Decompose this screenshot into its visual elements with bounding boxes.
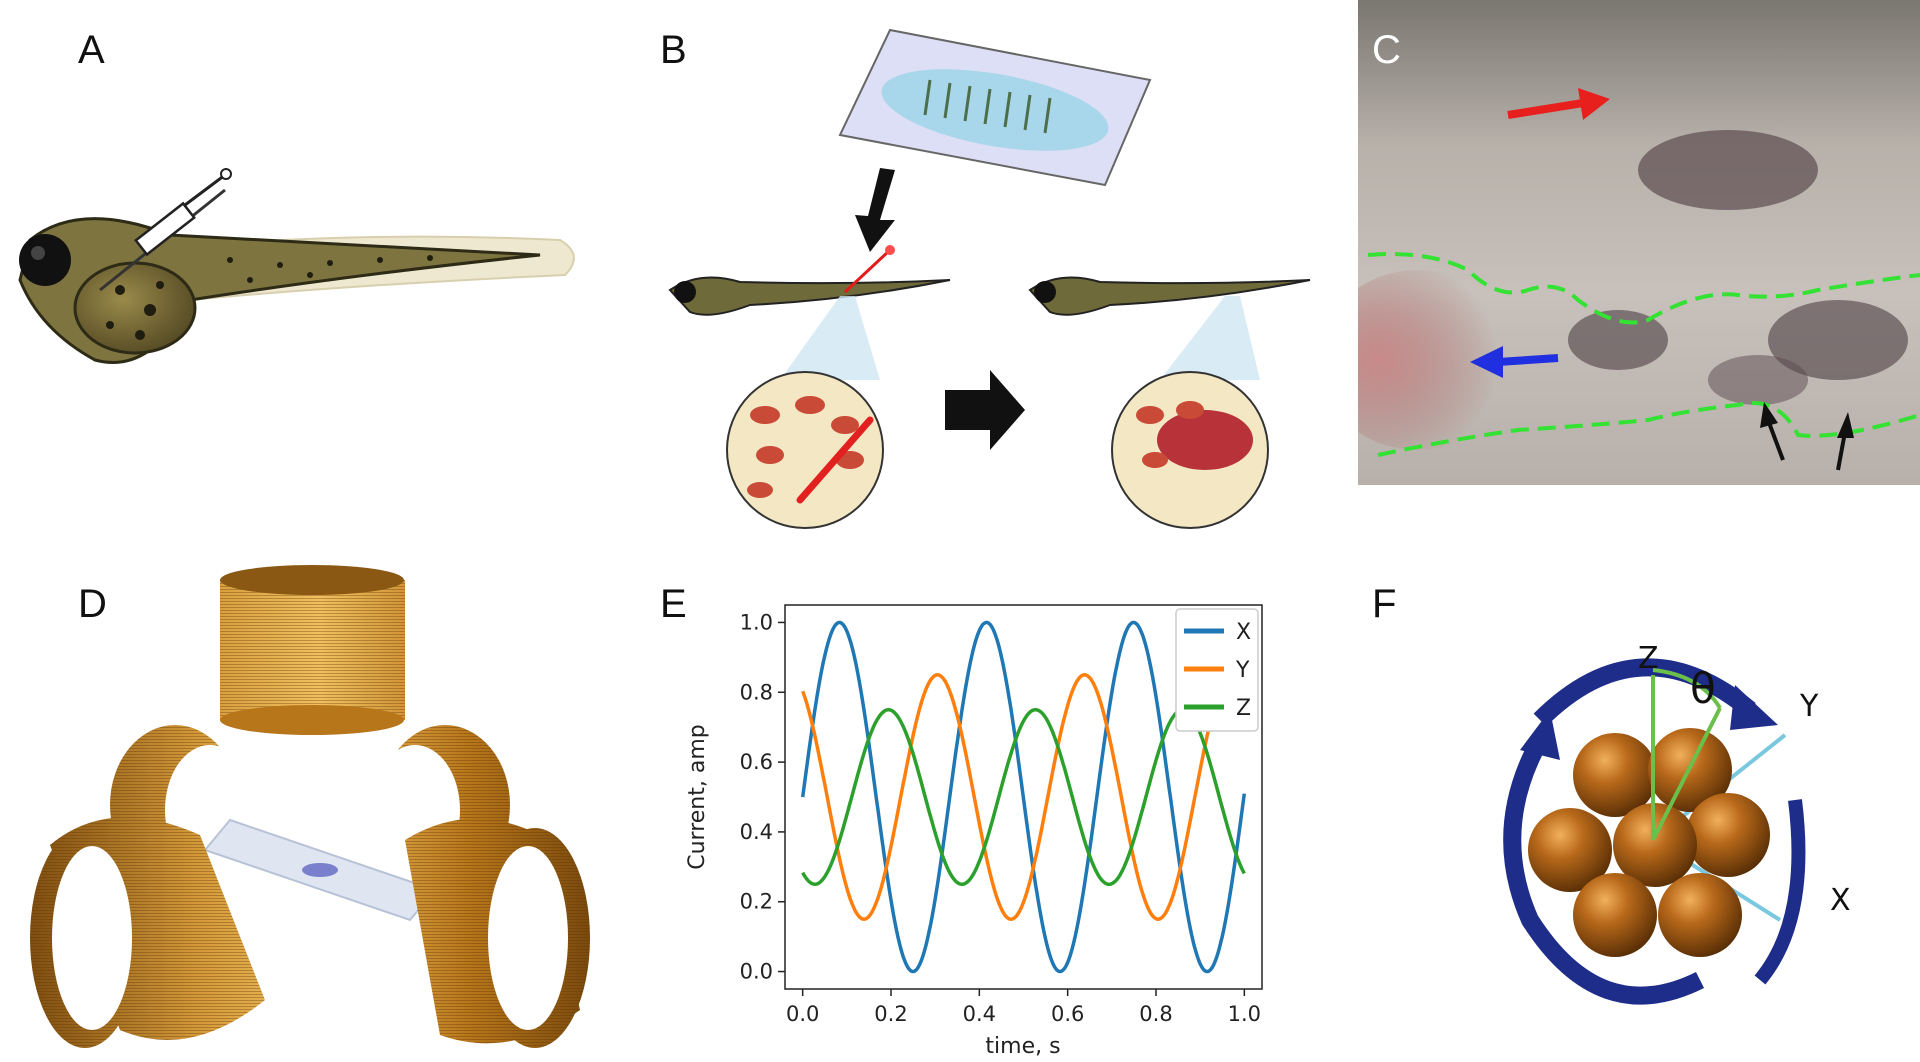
dark-tissue-1: [1638, 130, 1818, 210]
panel-label-b: B: [660, 28, 687, 72]
black-arrow-icon: [1760, 402, 1785, 461]
series-line-z: [801, 707, 1246, 887]
x-tick-label: 0.6: [1051, 1002, 1084, 1026]
panel-label-e: E: [660, 582, 687, 626]
rotation-arrow-icon: [1503, 658, 1806, 1005]
x-tick-label: 0.8: [1139, 1002, 1172, 1026]
series-line-y: [801, 673, 1246, 921]
chart-series-group: [800, 620, 1247, 974]
y-tick-label: 0.0: [740, 960, 773, 984]
blue-arrow-icon: [1470, 346, 1559, 378]
panel-a-larva-injection: [18, 168, 575, 364]
red-arrow-icon: [1507, 88, 1610, 120]
down-arrow-icon: [855, 168, 895, 252]
chart-legend: XYZ: [1175, 608, 1259, 732]
panel-d-coil-system: [30, 565, 590, 1048]
panel-b-laser-schematic: [668, 28, 1311, 529]
x-tick-label: 0.4: [963, 1002, 996, 1026]
x-tick-label: 1.0: [1228, 1002, 1261, 1026]
axis-label-z: Z: [1638, 641, 1659, 676]
angle-line-tilted: [1651, 707, 1722, 841]
particle-cluster: [1528, 728, 1770, 957]
vessel-boundary-upper: [1367, 252, 1920, 325]
petri-slide: [838, 28, 1152, 187]
chart-xticks: 0.0 0.2 0.4 0.6 0.8 1.0: [786, 989, 1261, 1026]
panel-label-d: D: [78, 582, 107, 626]
y-tick-label: 0.6: [740, 750, 773, 774]
coil-top: [220, 565, 405, 735]
angle-label-theta: θ: [1690, 664, 1716, 713]
magnified-vessel-clot: [1111, 371, 1269, 529]
larva-yolk: [73, 261, 197, 355]
y-tick-label: 1.0: [740, 610, 773, 634]
y-tick-label: 0.8: [740, 680, 773, 704]
right-arrow-icon: [945, 370, 1025, 450]
x-tick-label: 0.2: [874, 1002, 907, 1026]
black-arrow-icon: [1836, 412, 1854, 471]
y-tick-label: 0.4: [740, 820, 773, 844]
panel-label-f: F: [1372, 582, 1397, 626]
larva-eye: [19, 234, 71, 286]
x-tick-label: 0.0: [786, 1002, 819, 1026]
magnified-vessel-before: [726, 371, 884, 529]
larva-pigment: [106, 255, 433, 340]
panel-label-a: A: [78, 28, 105, 72]
panel-label-c: C: [1372, 28, 1401, 72]
axis-label-x: X: [1830, 883, 1851, 918]
legend-label-y: Y: [1235, 658, 1250, 683]
axis-label-y: Y: [1799, 689, 1819, 724]
syringe-icon: [99, 168, 232, 292]
panel-c-micrograph: [1358, 0, 1920, 485]
larva-after: [1028, 276, 1311, 316]
panel-f-cluster-rotation: Z Y X θ: [1503, 641, 1851, 1005]
coil-front-left: [30, 817, 265, 1048]
chart-ylabel: Current, amp: [685, 724, 710, 870]
chart-xlabel: time, s: [985, 1034, 1060, 1059]
series-line-x: [800, 620, 1247, 974]
chart-yticks: 0.0 0.2 0.4 0.6 0.8 1.0: [740, 610, 785, 984]
larva-before: [668, 245, 951, 316]
vessel-boundary-lower: [1377, 401, 1920, 457]
coil-front-right: [405, 818, 590, 1048]
y-tick-label: 0.2: [740, 890, 773, 914]
angle-arc: [1652, 668, 1722, 710]
legend-label-z: Z: [1236, 696, 1251, 721]
legend-label-x: X: [1236, 620, 1251, 645]
panel-e-current-chart: 0.0 0.2 0.4 0.6 0.8 1.0 0.0 0.2 0.4 0.6 0.8 1.0 ti…: [685, 604, 1263, 1059]
chart-plot-frame: [784, 604, 1263, 990]
